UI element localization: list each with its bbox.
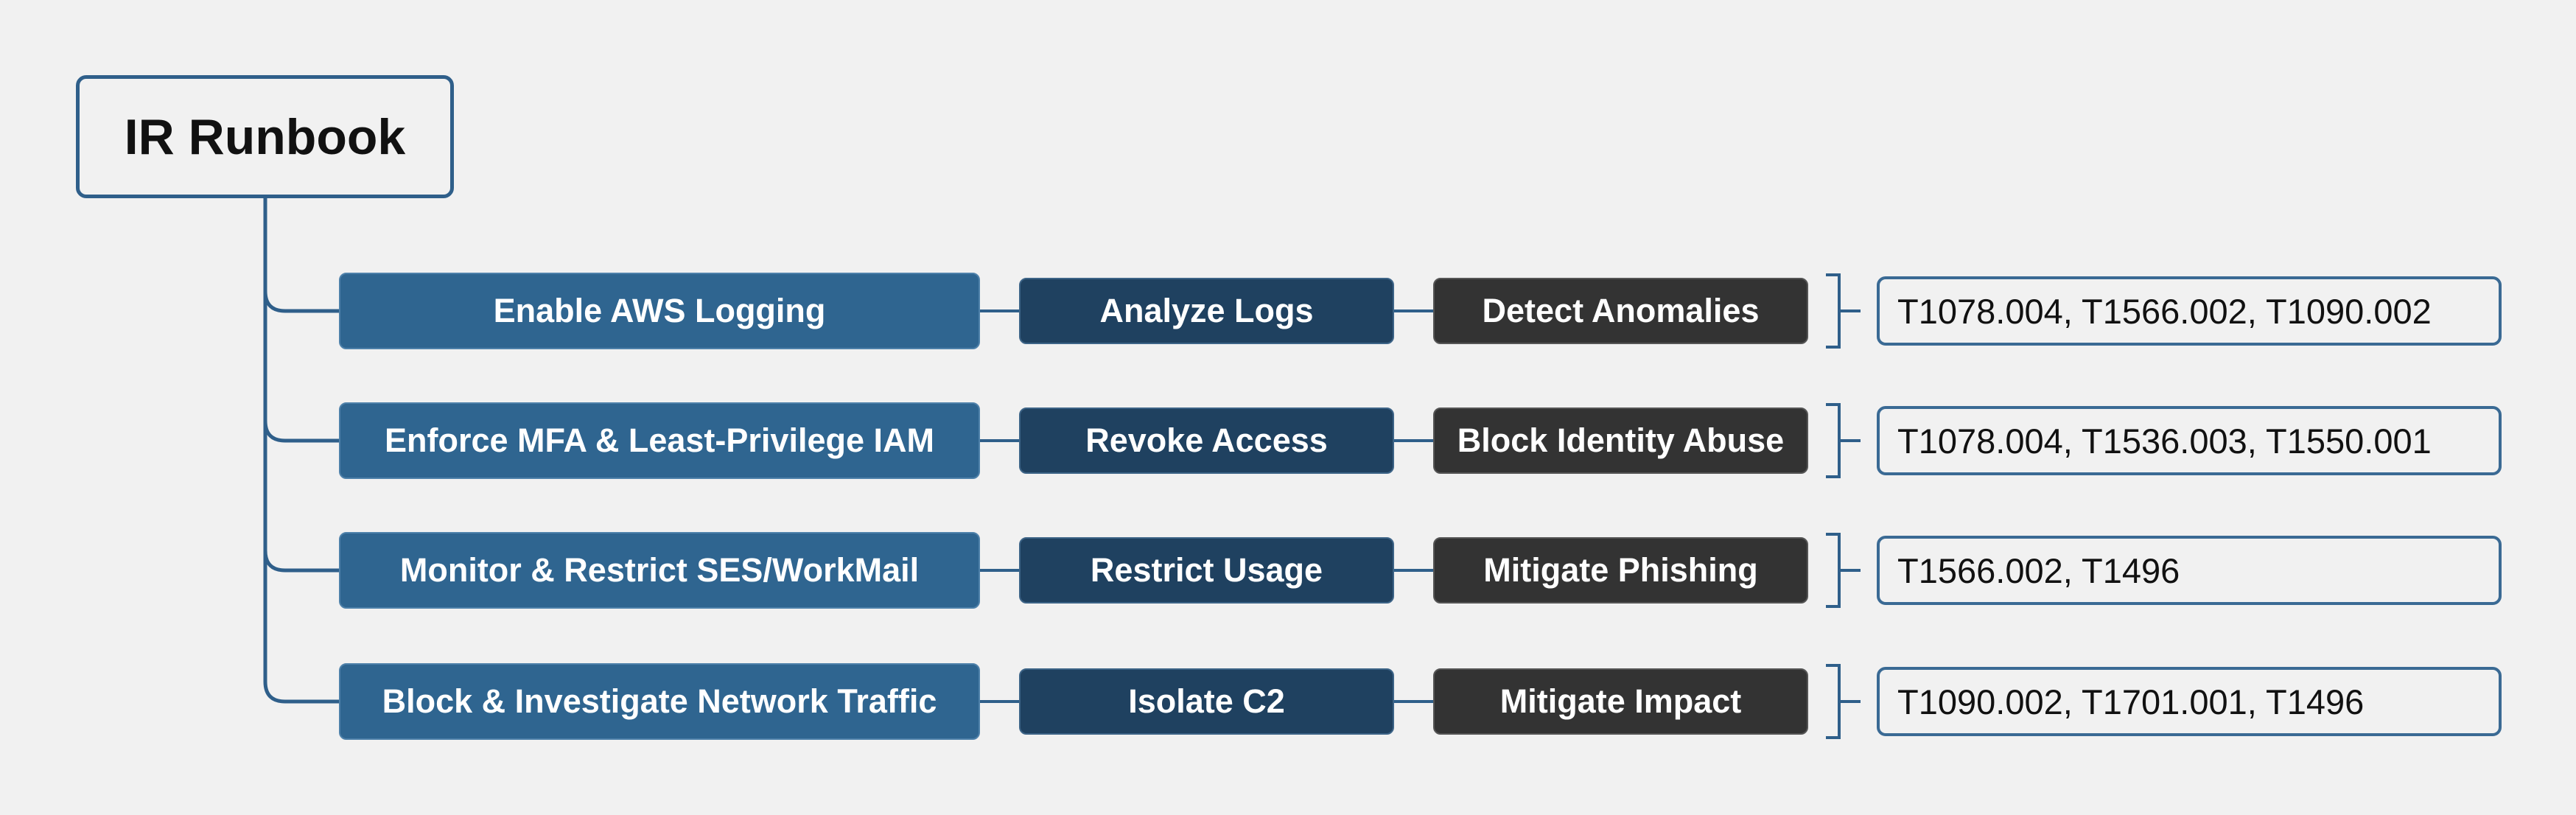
bracket-1 — [1826, 273, 1841, 349]
goal-node-2: Block Identity Abuse — [1433, 408, 1808, 474]
action-node-2: Enforce MFA & Least-Privilege IAM — [339, 402, 980, 479]
goal-node-4: Mitigate Impact — [1433, 668, 1808, 735]
goal-node-3: Mitigate Phishing — [1433, 537, 1808, 604]
connector-branch-2 — [263, 420, 339, 443]
verb-node-2: Revoke Access — [1019, 408, 1394, 474]
technique-list-1: T1078.004, T1566.002, T1090.002 — [1877, 276, 2502, 346]
connector-branch-1 — [263, 290, 339, 313]
action-node-3: Monitor & Restrict SES/WorkMail — [339, 532, 980, 609]
technique-list-2: T1078.004, T1536.003, T1550.001 — [1877, 406, 2502, 475]
connector-trunk — [263, 198, 339, 704]
root-node: IR Runbook — [76, 75, 454, 198]
action-node-4: Block & Investigate Network Traffic — [339, 663, 980, 740]
verb-node-3: Restrict Usage — [1019, 537, 1394, 604]
action-node-1: Enable AWS Logging — [339, 273, 980, 349]
bracket-2 — [1826, 403, 1841, 478]
verb-node-4: Isolate C2 — [1019, 668, 1394, 735]
goal-node-1: Detect Anomalies — [1433, 278, 1808, 344]
bracket-3 — [1826, 533, 1841, 608]
connector-branch-3 — [263, 550, 339, 573]
technique-list-4: T1090.002, T1701.001, T1496 — [1877, 667, 2502, 736]
technique-list-3: T1566.002, T1496 — [1877, 536, 2502, 605]
verb-node-1: Analyze Logs — [1019, 278, 1394, 344]
bracket-4 — [1826, 664, 1841, 739]
